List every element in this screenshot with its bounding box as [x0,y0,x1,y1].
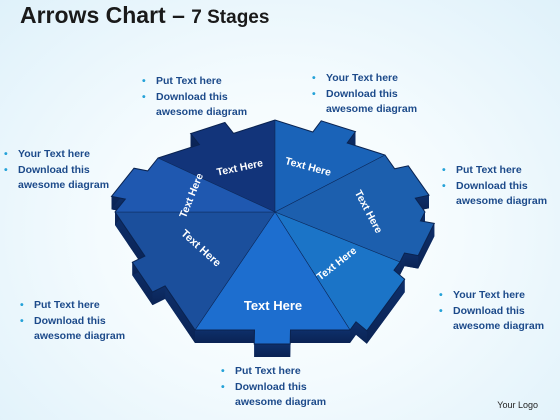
note-5-line-2: Download this awesome diagram [18,314,146,345]
title-main: Arrows Chart [20,2,166,28]
diagram-side-face [132,262,153,306]
note-4: Put Text here Download this awesome diag… [440,163,560,210]
diagram-side-face [195,330,255,343]
note-6: Your Text here Download this awesome dia… [437,288,560,335]
diagram-side-face [165,285,195,343]
note-6-line-2: Download this awesome diagram [437,304,560,335]
note-2: Your Text here Download this awesome dia… [310,71,438,118]
note-3: Your Text here Download this awesome dia… [2,147,130,194]
note-5: Put Text here Download this awesome diag… [18,298,146,345]
title-stages: 7 Stages [191,7,270,28]
note-7-line-2: Download this awesome diagram [219,380,347,411]
note-6-line-1: Your Text here [437,288,560,304]
diagram-side-face [400,253,405,275]
segment-5-label: Text Here [244,298,302,313]
note-3-line-2: Download this awesome diagram [2,163,130,194]
diagram-side-face [115,212,145,270]
diagram-side-face [418,223,435,269]
diagram-side-face [366,279,405,344]
diagram-side-face [254,344,291,357]
note-7: Put Text here Download this awesome diag… [219,364,347,411]
note-2-line-1: Your Text here [310,71,438,87]
footer-logo: Your Logo [497,400,538,410]
note-1-line-1: Put Text here [140,74,268,90]
note-7-line-1: Put Text here [219,364,347,380]
note-1: Put Text here Download this awesome diag… [140,74,268,121]
diagram-outline [110,119,436,345]
diagram-side-face [290,330,350,343]
note-4-line-2: Download this awesome diagram [440,179,560,210]
page-title: Arrows Chart – 7 Stages [20,2,269,29]
note-3-line-1: Your Text here [2,147,130,163]
title-separator: – [165,2,192,28]
diagram-side-face [404,253,419,269]
diagram-side-face [350,321,356,343]
note-5-line-1: Put Text here [18,298,146,314]
note-1-line-2: Download this awesome diagram [140,90,268,121]
diagram-side-face [356,321,367,344]
note-4-line-1: Put Text here [440,163,560,179]
note-2-line-2: Download this awesome diagram [310,87,438,118]
